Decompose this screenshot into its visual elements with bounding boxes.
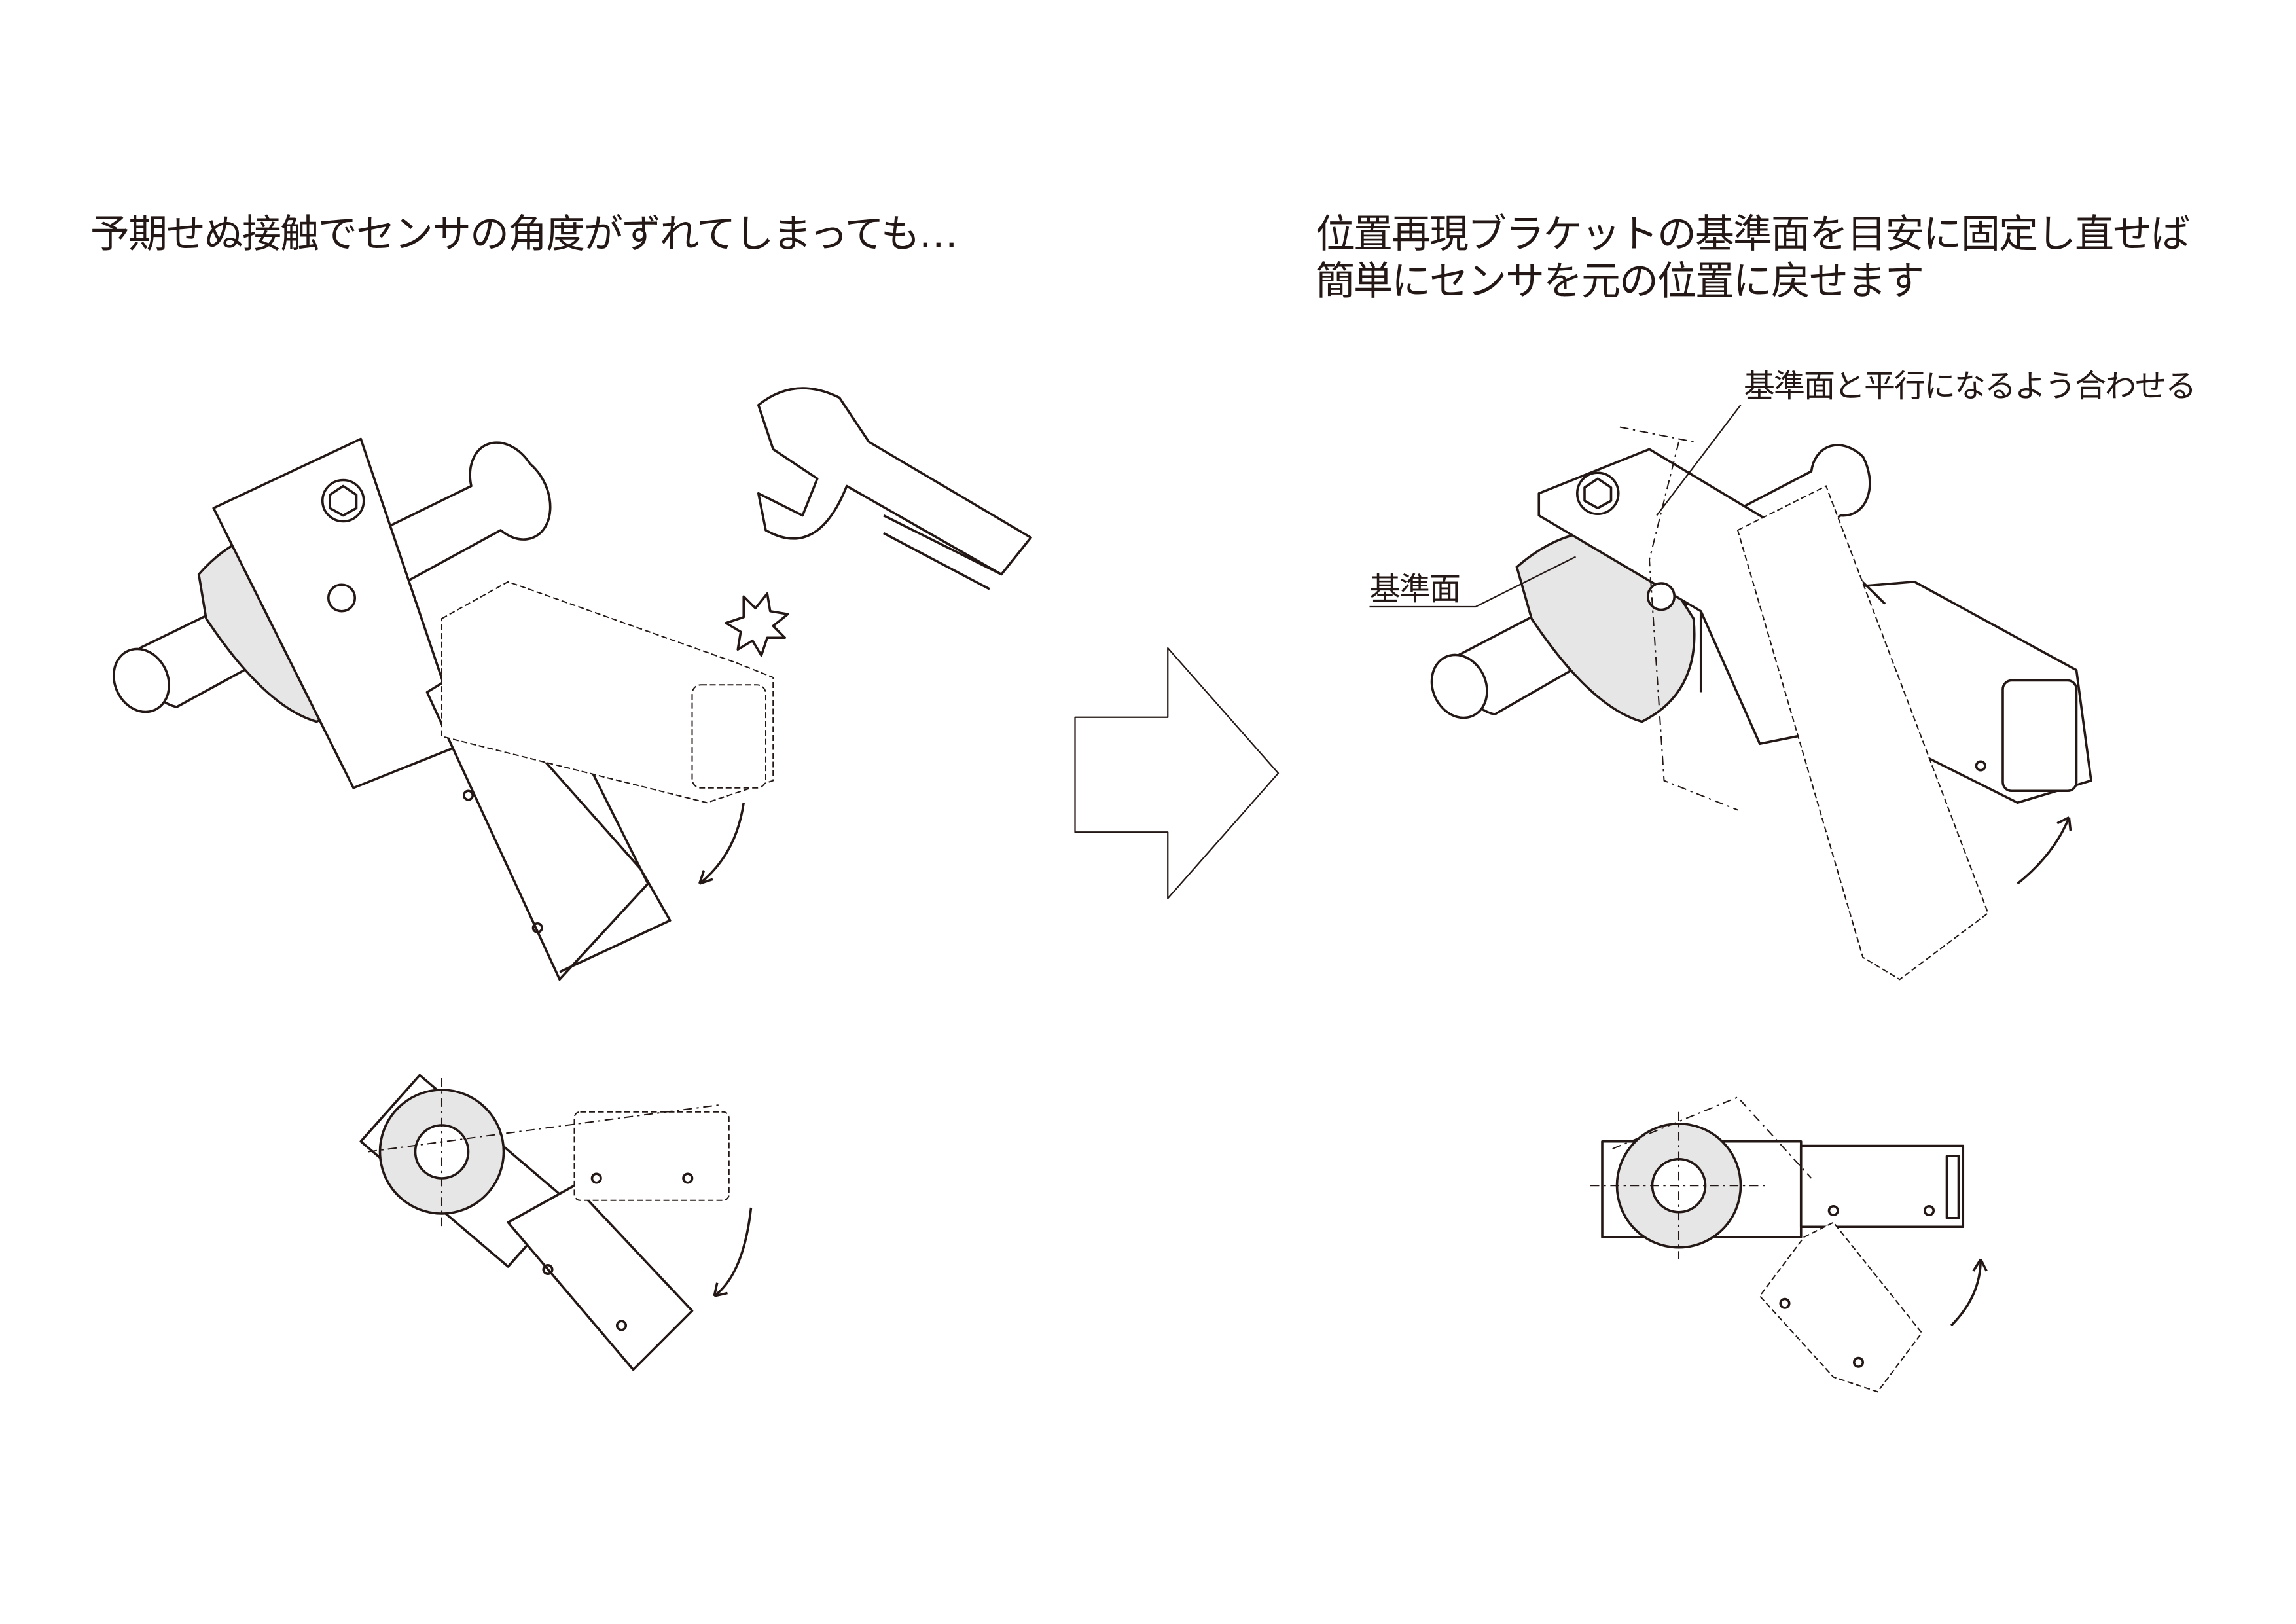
impact-burst-icon [725,592,789,657]
right-top-view [1590,1096,1988,1393]
right-ghost-sensor [1736,485,1989,981]
right-heading-line1: 位置再現ブラケットの基準面を目安に固定し直せば [1316,211,2190,257]
transition-arrow [1074,647,1280,899]
wrench-icon [757,387,1032,576]
callout-parallel-leader [1656,405,1742,516]
right-heading-line2: 簡単にセンサを元の位置に戻せます [1316,259,1924,304]
left-top-view [359,1074,753,1371]
left-heading: 予期せぬ接触でセンサの角度がずれてしまっても… [90,211,958,257]
left-isometric-assembly [112,387,1032,981]
callout-parallel-label: 基準面と平行になるよう合わせる [1744,368,2197,405]
callout-reference-leader [1369,556,1577,608]
left-ghost-sensor [440,581,774,804]
right-isometric-assembly [1369,405,2092,981]
callout-reference-surface-label: 基準面 [1369,571,1461,607]
